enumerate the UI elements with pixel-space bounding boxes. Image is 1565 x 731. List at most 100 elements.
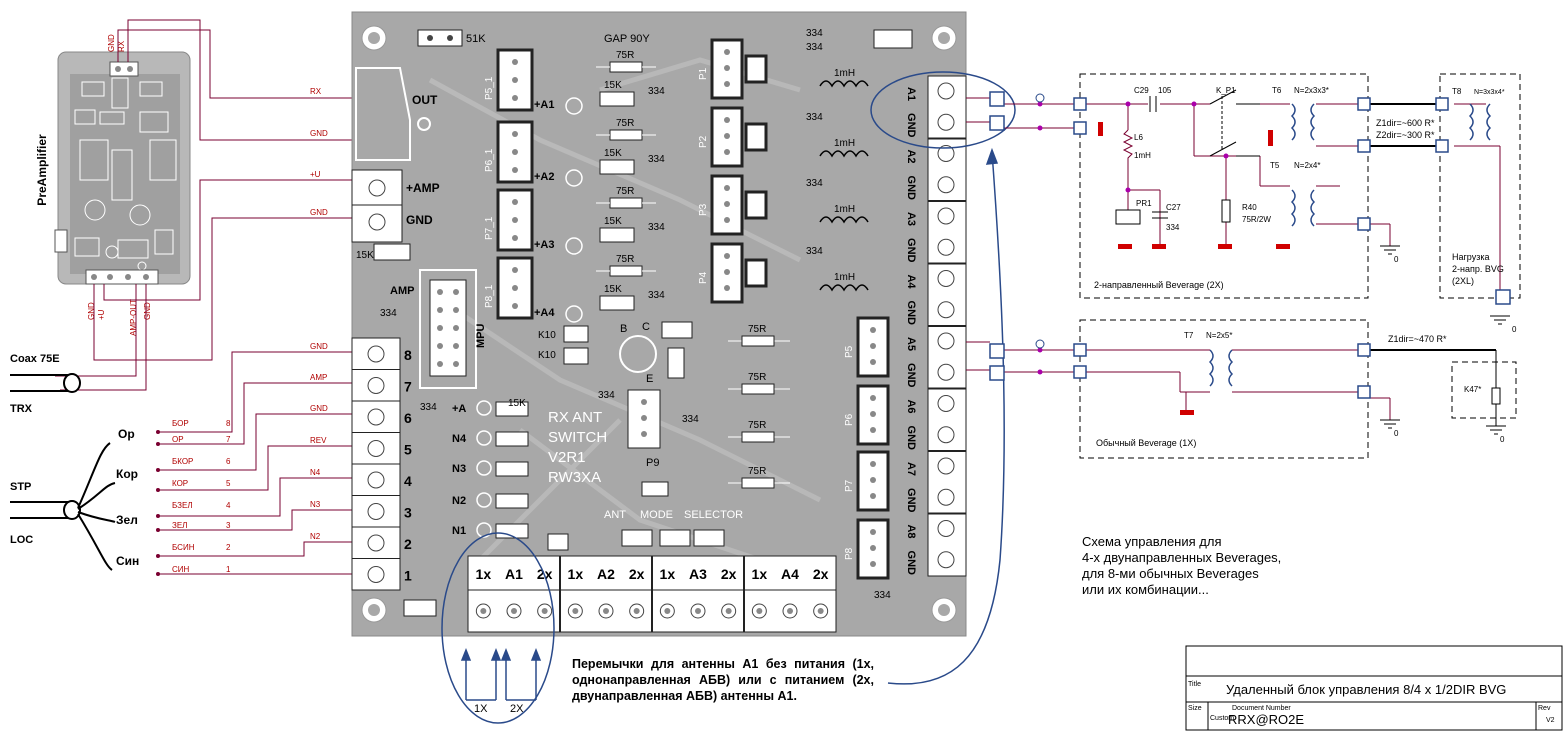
antenna-terminal-label: GND	[905, 176, 917, 201]
relay-pin	[870, 411, 876, 417]
jumper-arrows	[460, 647, 542, 701]
pcb-title-line: RW3XA	[548, 469, 601, 486]
relay-left-label: P5_1	[484, 76, 495, 100]
stp-label: STP	[10, 481, 31, 493]
wire-n4-label: N4	[310, 468, 321, 477]
relay-pin	[870, 493, 876, 499]
jumper-pin-center	[817, 608, 824, 614]
relay-pin	[870, 561, 876, 567]
cap-334-top-label: 334	[806, 178, 823, 189]
cap-334-top-label: 334	[806, 246, 823, 257]
cap-334-top-label: 334	[806, 112, 823, 123]
terminal-screw	[937, 332, 955, 350]
pcb-amp-plus: +AMP	[406, 181, 440, 195]
resistor-15k	[599, 91, 635, 107]
terminal-screw	[937, 426, 955, 444]
pcb-cap-334-bottom: 334	[874, 590, 891, 601]
relay-pin	[724, 201, 730, 207]
relay-pin	[870, 427, 876, 433]
bev1-caption: Обычный Beverage (1X)	[1096, 438, 1196, 448]
loc-label: LOC	[10, 534, 33, 546]
pair-sin: Син	[116, 554, 139, 568]
bev1-k47: K47*	[1464, 385, 1481, 394]
relay-pin	[724, 133, 730, 139]
terminal-screw	[937, 551, 955, 569]
bev2-zero-b: 0	[1512, 325, 1517, 334]
n-component	[495, 401, 529, 417]
jumper-pin-center	[725, 608, 732, 614]
relay-right-label: P6	[844, 413, 855, 426]
relay-pin	[512, 217, 518, 223]
stp-wire-name: БКОР	[172, 457, 193, 466]
relay-pin	[870, 343, 876, 349]
jumper-label: A1	[505, 566, 523, 582]
relay-diode	[565, 237, 583, 255]
stp-wire-num: 2	[226, 543, 231, 552]
preamp-title: PreAmplifier	[35, 134, 49, 206]
wire-gnd4-label: GND	[310, 404, 328, 413]
relay-pin	[870, 327, 876, 333]
relay-pin	[512, 131, 518, 137]
bev2-caption: 2-направленный Beverage (2X)	[1094, 280, 1224, 290]
jumper-pin-center	[603, 608, 609, 614]
stp-wire-num: 1	[226, 565, 231, 574]
bev2-l6: L6	[1134, 133, 1143, 142]
jumper-label: 2x	[721, 566, 737, 582]
pcb-selector-mode: MODE	[640, 509, 673, 521]
relay-left-label: P7_1	[484, 216, 495, 240]
antenna-terminal-label: A8	[905, 524, 917, 538]
resistor-75r-label: 75R	[748, 324, 766, 335]
wire-plusu-label: +U	[310, 170, 321, 179]
bev2-kp1: K_P1	[1216, 86, 1236, 95]
terminal-screw	[367, 471, 385, 489]
bev2-c29v: 105	[1158, 86, 1172, 95]
jumper-pin-center	[664, 608, 671, 614]
pair-zel: Зел	[116, 513, 138, 527]
pcb-transistor-b: B	[620, 323, 627, 335]
jumper-label: 1x	[660, 566, 676, 582]
resistor-75r	[609, 129, 643, 141]
bev2-t5: T5	[1270, 161, 1280, 170]
tb-rev: V2	[1546, 717, 1555, 724]
stp-wire-name: БСИН	[172, 543, 195, 552]
jumper-pin-center	[787, 608, 793, 614]
cap-334-label: 334	[648, 290, 665, 301]
relay-middle-label: P2	[698, 135, 709, 148]
resistor-75r-label: 75R	[748, 372, 766, 383]
relay-pin	[724, 185, 730, 191]
relay-diode	[565, 169, 583, 187]
pcb-transistor-c: C	[642, 321, 650, 333]
pcb-cap-334-left: 334	[380, 308, 397, 319]
relay-pin	[512, 149, 518, 155]
relay-right-label: P7	[844, 479, 855, 492]
relay-pin	[512, 199, 518, 205]
wire-gnd2-label: GND	[310, 208, 328, 217]
antenna-terminal-label: A7	[905, 462, 917, 476]
relay-pin	[870, 545, 876, 551]
resistor-75r-label: 75R	[616, 50, 634, 61]
relay-right-label: P8	[844, 547, 855, 560]
tb-docnum: RRX@RO2E	[1228, 712, 1304, 727]
relay-pin	[724, 49, 730, 55]
r15k-n-label: 15K	[508, 398, 526, 409]
n-label: N3	[452, 463, 466, 475]
resistor-15k	[599, 159, 635, 175]
bev1-t7: T7	[1184, 331, 1194, 340]
inductor-label: 1mH	[834, 138, 855, 149]
beverage-1x: T7 N=2x5* Z1dir=~470 R* K47* Обычный Bev…	[966, 319, 1517, 459]
tb-title-label: Title	[1188, 681, 1201, 688]
antenna-terminal-label: GND	[905, 301, 917, 326]
scheme-line-2: 4-х двунаправленных Beverages,	[1082, 550, 1281, 565]
antenna-terminal-label: A4	[905, 274, 917, 289]
jumper-pin-center	[756, 608, 763, 614]
pcb-mpu-label: MPU	[475, 324, 487, 349]
relay-output-label: +A1	[534, 99, 555, 111]
preamp-top-rx: RX	[117, 40, 126, 52]
antenna-terminal-label: A6	[905, 399, 917, 413]
pcb-title-line: SWITCH	[548, 429, 607, 446]
relay-pin	[724, 253, 730, 259]
jumper-pin-center	[633, 608, 640, 614]
pcb-amp-label: AMP	[390, 285, 414, 297]
